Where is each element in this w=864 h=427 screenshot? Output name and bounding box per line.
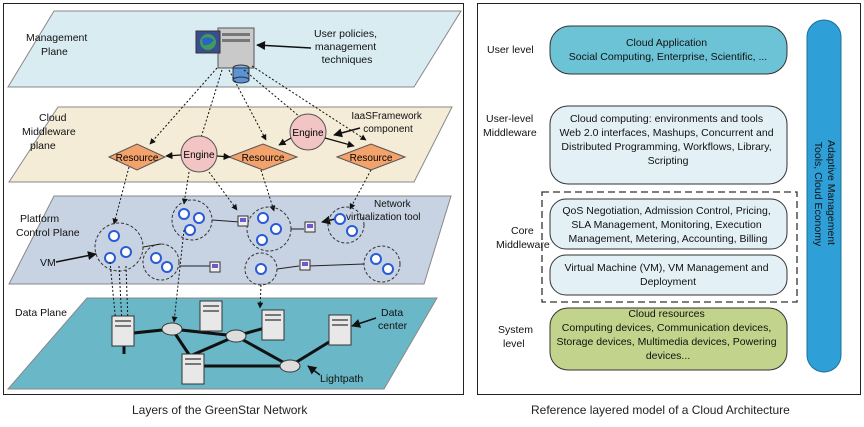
data-center-label: Data center	[378, 307, 408, 332]
router-icon	[161, 322, 183, 336]
svg-text:Resource: Resource	[350, 153, 393, 164]
terminal-icon	[209, 261, 221, 273]
svg-text:Cloud resources Comput: Cloud resources Computing devices, Commu…	[557, 308, 780, 362]
user-policies-label: User policies, management techniques	[314, 28, 380, 66]
vm-cluster	[142, 243, 180, 281]
svg-text:Engine: Engine	[292, 128, 324, 139]
terminal-icon	[237, 215, 249, 227]
cloud-resources-box: Cloud resources Computing devices, Commu…	[549, 307, 788, 371]
svg-text:Cloud Application Soci: Cloud Application Social Computing, Ente…	[569, 37, 767, 63]
platform-plane-label: Platform Control Plane	[16, 213, 80, 239]
core-middleware-container	[541, 191, 798, 303]
svg-text:Resource: Resource	[242, 153, 285, 164]
core-middleware-label: Core Middleware	[496, 225, 550, 251]
server-icon	[199, 300, 223, 332]
lightpath-label: Lightpath	[320, 373, 363, 385]
right-caption: Reference layered model of a Cloud Archi…	[531, 403, 790, 417]
server-icon	[181, 353, 205, 385]
middleware-plane-label: Cloud Middleware plane	[22, 112, 79, 152]
greenstar-layers-panel: Management Plane Cloud Middleware plane …	[3, 3, 464, 395]
cloud-application-box: Cloud Application Social Computing, Ente…	[549, 25, 788, 75]
resource-node: Resource	[227, 143, 299, 171]
management-server-icon	[195, 27, 255, 84]
svg-text:Resource: Resource	[116, 153, 159, 164]
resource-node: Resource	[335, 143, 407, 171]
user-middleware-label: User-level Middleware	[483, 113, 537, 139]
terminal-icon	[304, 221, 316, 233]
engine-node: Engine	[289, 113, 327, 151]
adaptive-management-bar: Adaptive Management Tools, Cloud Economy	[806, 19, 842, 373]
system-level-label: System level	[498, 324, 536, 350]
svg-text:Virtual Machine (VM), VM Manag: Virtual Machine (VM), VM Management and …	[565, 262, 772, 288]
vm-label: VM	[40, 257, 56, 269]
left-caption: Layers of the GreenStar Network	[132, 403, 308, 417]
svg-text:QoS Negotiation, Admission Con: QoS Negotiation, Admission Control, Pric…	[562, 205, 773, 245]
cloud-environments-box: Cloud computing: environments and tools …	[549, 105, 788, 185]
engine-node: Engine	[180, 135, 218, 173]
network-tool-label: Network virtualization tool	[346, 199, 420, 223]
svg-text:Engine: Engine	[183, 150, 215, 161]
router-icon	[279, 359, 301, 373]
user-level-label: User level	[487, 44, 534, 56]
router-icon	[225, 329, 247, 343]
svg-text:Adaptive Management To: Adaptive Management Tools, Cloud Economy	[812, 140, 837, 248]
middleware-plane	[8, 106, 453, 183]
qos-box: QoS Negotiation, Admission Control, Pric…	[549, 198, 788, 250]
server-icon	[261, 309, 285, 341]
vm-cluster	[327, 206, 365, 244]
terminal-icon	[299, 259, 311, 271]
management-plane-label: Management Plane	[26, 32, 90, 58]
cloud-architecture-panel: User level User-level Middleware Core Mi…	[477, 3, 861, 395]
data-plane-label: Data Plane	[15, 307, 67, 319]
vm-management-box: Virtual Machine (VM), VM Management and …	[549, 254, 788, 296]
server-icon	[111, 315, 135, 347]
server-icon	[328, 314, 352, 346]
iaas-label: IaaSFramework component	[351, 111, 424, 135]
resource-node: Resource	[107, 143, 167, 171]
svg-text:Cloud computing: environments: Cloud computing: environments and tools …	[560, 113, 777, 167]
